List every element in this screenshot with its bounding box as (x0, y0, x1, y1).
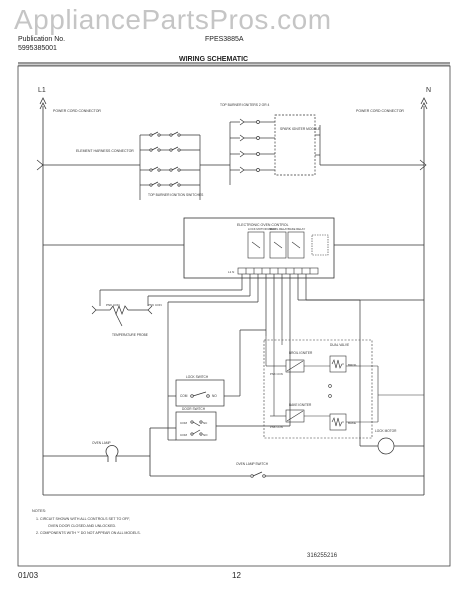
probe-connector-left-label: PNK CON (106, 303, 120, 307)
spark-module-label: SPARK IGNITER MODULE (280, 127, 321, 131)
top-burner-igniters-label: TOP BURNER IGNITERS 2 OR 4 (220, 103, 270, 107)
part-number: 316255216 (307, 553, 338, 559)
broil-igniter-label: BROIL IGNITER (289, 351, 313, 355)
note-1b: OVEN DOOR CLOSED AND UNLOCKED. (48, 524, 116, 528)
lock-motor (359, 336, 424, 455)
eoc-relays (247, 231, 329, 259)
relay-b-label: BROIL RELAY (270, 227, 288, 231)
oven-lamp-switch (150, 471, 424, 478)
element-harness-label: ELEMENT HARNESS CONNECTOR (76, 149, 134, 153)
note-1: 1. CIRCUIT SHOWN WITH ALL CONTROLS SET T… (36, 517, 130, 521)
relay-c-label: BAKE RELAY (288, 227, 305, 231)
probe-connector-right-label: PNK CON (148, 303, 162, 307)
top-burner-igniters (229, 118, 275, 185)
section-title: WIRING SCHEMATIC (179, 56, 249, 63)
gas-valve-assembly (263, 339, 373, 439)
terminal-label: L1 N (228, 270, 234, 274)
publication-number: 5995385001 (18, 45, 57, 52)
eoc-wires (43, 244, 424, 440)
top-burner-switches (140, 131, 200, 187)
door-switch-com2-label: COM (180, 433, 188, 437)
publication-line: Publication No. (18, 36, 66, 43)
broil-valve-label: BROIL (348, 363, 357, 367)
broil-igniter-left-con: PNK CON (270, 372, 283, 376)
footer-date: 01/03 (18, 571, 39, 580)
lock-switch-label: LOCK SWITCH (186, 375, 209, 379)
bake-valve-label: BAKE (348, 421, 356, 425)
eoc-terminal-strip (237, 267, 319, 275)
spark-igniter-module (274, 114, 316, 176)
oven-lamp-switch-label: OVEN LAMP SWITCH (236, 462, 269, 466)
door-switch-nc-label: NC (203, 421, 208, 425)
n-label: N (426, 87, 431, 94)
oven-lamp (43, 428, 151, 476)
door-switch-no-label: NO (203, 433, 208, 437)
power-cord-right-label: POWER CORD CONNECTOR (356, 109, 404, 113)
l1-label: L1 (38, 87, 46, 94)
power-cord-left-label: POWER CORD CONNECTOR (53, 109, 101, 113)
footer-page-number: 12 (232, 571, 241, 580)
schematic-border (17, 65, 451, 567)
n-rail (380, 97, 428, 496)
lock-switch-no-label: NO (212, 394, 217, 398)
lock-switch (175, 379, 225, 407)
eoc-label: ELECTRONIC OVEN CONTROL (237, 223, 289, 227)
temperature-probe (91, 305, 153, 327)
top-burner-switches-label: TOP BURNER IGNITION SWITCHES (148, 193, 204, 197)
burner-feed-wires (43, 135, 424, 200)
l1-rail (39, 97, 380, 496)
lock-switch-com-label: COM (180, 394, 188, 398)
note-2: 2. COMPONENTS WITH '*' DO NOT APPEAR ON … (36, 531, 141, 535)
model-number: FPES3885A (205, 36, 244, 43)
relay-a-label: LOCK MOTOR RELAY (248, 227, 277, 231)
bake-igniter-label: BAKE IGNITER (289, 403, 312, 407)
door-switch-label: DOOR SWITCH (182, 407, 206, 411)
lock-motor-label: LOCK MOTOR (375, 429, 397, 433)
dual-valve-label: DUAL VALVE (330, 343, 349, 347)
electronic-oven-control (183, 217, 335, 279)
oven-lamp-label: OVEN LAMP (92, 441, 111, 445)
bake-igniter-left-con: PNK CON (270, 425, 283, 429)
door-switch-com-label: COM (180, 421, 188, 425)
notes-heading: NOTES: (32, 509, 46, 513)
temperature-probe-label: TEMPERATURE PROBE (112, 333, 148, 337)
watermark: AppliancePartsPros.com (14, 4, 332, 35)
